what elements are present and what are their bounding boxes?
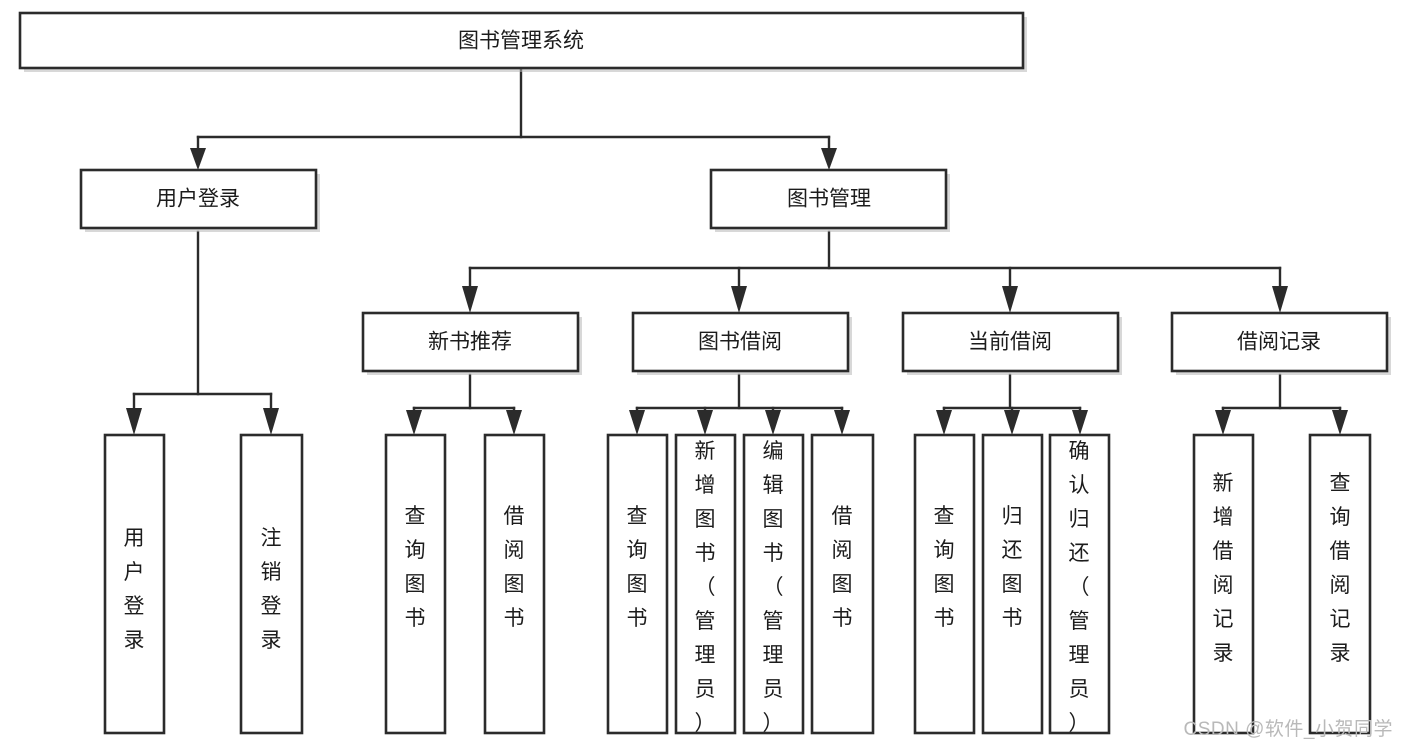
leaf-newbook-query-box (384, 433, 447, 735)
leaf-node-bookborrow-add[interactable]: 新增图书（管理员） (674, 433, 737, 735)
leaf-borrowrecords-query-label: 查询借阅记录 (1330, 472, 1351, 665)
leaf-bookborrow-edit-box (742, 433, 805, 735)
leaf-bookborrow-edit-label: 编辑图书（管理员） (763, 440, 784, 735)
node-book-borrow-label: 图书借阅 (698, 331, 782, 354)
leaf-node-bookborrow-borrow[interactable]: 借阅图书 (810, 433, 875, 735)
node-borrow-records[interactable]: 借阅记录 (1170, 311, 1391, 375)
node-root[interactable]: 图书管理系统 (18, 11, 1027, 72)
node-user-login-box (79, 168, 318, 230)
arrow-head-leaf-bookborrow-1 (629, 410, 645, 435)
leaf-user-login-logout-box (239, 433, 304, 735)
leaf-currentborrow-return-box (981, 433, 1044, 735)
node-current-borrow-box (901, 311, 1120, 373)
leaf-newbook-borrow-box (483, 433, 546, 735)
arrow-head-leaf-user-login-1 (126, 408, 142, 435)
leaf-node-borrowrecords-query[interactable]: 查询借阅记录 (1308, 433, 1372, 735)
arrow-head-leaf-bookborrow-4 (834, 410, 850, 435)
arrow-head-to-book-mgmt (821, 148, 837, 170)
watermark: CSDN @软件_小贺同学 (1183, 719, 1393, 740)
leaf-borrowrecords-add-box (1192, 433, 1255, 735)
leaf-bookborrow-query-label: 查询图书 (627, 505, 648, 630)
leaf-borrowrecords-add-label: 新增借阅记录 (1213, 472, 1234, 665)
leaf-node-newbook-query[interactable]: 查询图书 (384, 433, 447, 735)
connector-group-book-mgmt (462, 230, 1288, 313)
leaf-node-user-login-logout[interactable]: 注销登录 (239, 433, 304, 735)
leaf-user-login-login-box (103, 433, 166, 735)
arrow-head-to-book-borrow (731, 286, 747, 313)
leaf-borrowrecords-query-box (1308, 433, 1372, 735)
node-book-borrow[interactable]: 图书借阅 (631, 311, 852, 375)
node-current-borrow-label: 当前借阅 (968, 331, 1052, 354)
arrow-head-leaf-borrowrecords-1 (1215, 410, 1231, 435)
arrow-head-to-current-borrow (1002, 286, 1018, 313)
arrow-head-to-user-login (190, 148, 206, 170)
leaf-bookborrow-add-label: 新增图书（管理员） (695, 440, 716, 735)
leaf-bookborrow-borrow-box (810, 433, 875, 735)
node-new-book-recommend-box (361, 311, 580, 373)
leaf-node-currentborrow-query[interactable]: 查询图书 (913, 433, 976, 735)
connector-group-user-login (126, 230, 279, 435)
arrow-head-leaf-currentborrow-2 (1004, 410, 1020, 435)
leaf-node-currentborrow-return[interactable]: 归还图书 (981, 433, 1044, 735)
leaf-node-user-login-login[interactable]: 用户登录 (103, 433, 166, 735)
leaf-node-currentborrow-confirm[interactable]: 确认归还（管理员） (1048, 433, 1111, 735)
leaf-newbook-query-label: 查询图书 (405, 505, 426, 630)
node-book-borrow-box (631, 311, 850, 373)
arrow-head-leaf-newbook-2 (506, 410, 522, 435)
arrow-head-leaf-borrowrecords-2 (1332, 410, 1348, 435)
node-user-login[interactable]: 用户登录 (79, 168, 320, 232)
leaf-currentborrow-confirm-label: 确认归还（管理员） (1069, 440, 1090, 735)
arrow-head-leaf-user-login-2 (263, 408, 279, 435)
connector-group-book-borrow (629, 373, 850, 435)
leaf-node-newbook-borrow[interactable]: 借阅图书 (483, 433, 546, 735)
node-user-login-label: 用户登录 (156, 188, 240, 211)
node-root-label: 图书管理系统 (458, 30, 584, 53)
leaf-bookborrow-add-box (674, 433, 737, 735)
leaf-user-login-login-label: 用户登录 (124, 527, 145, 652)
node-root-box (18, 11, 1025, 70)
connector-group-current-borrow (936, 373, 1088, 435)
node-current-borrow[interactable]: 当前借阅 (901, 311, 1122, 375)
leaf-newbook-borrow-label: 借阅图书 (504, 505, 525, 630)
leaf-node-borrowrecords-add[interactable]: 新增借阅记录 (1192, 433, 1255, 735)
node-borrow-records-label: 借阅记录 (1237, 331, 1321, 354)
leaf-currentborrow-confirm-box (1048, 433, 1111, 735)
arrow-head-leaf-currentborrow-1 (936, 410, 952, 435)
leaf-node-bookborrow-query[interactable]: 查询图书 (606, 433, 669, 735)
leaf-node-bookborrow-edit[interactable]: 编辑图书（管理员） (742, 433, 805, 735)
node-borrow-records-box (1170, 311, 1389, 373)
leaf-bookborrow-query-box (606, 433, 669, 735)
arrow-head-leaf-bookborrow-3 (765, 410, 781, 435)
node-book-management-label: 图书管理 (787, 188, 871, 211)
arrow-head-to-new-book (462, 286, 478, 313)
leaf-currentborrow-query-label: 查询图书 (934, 505, 955, 630)
arrow-head-leaf-currentborrow-3 (1072, 410, 1088, 435)
leaf-currentborrow-return-label: 归还图书 (1002, 505, 1023, 630)
arrow-head-leaf-newbook-1 (406, 410, 422, 435)
connector-group-borrow-records (1215, 373, 1348, 435)
connector-group-new-book (406, 373, 522, 435)
leaf-currentborrow-query-box (913, 433, 976, 735)
node-book-management[interactable]: 图书管理 (709, 168, 950, 232)
arrow-head-leaf-bookborrow-2 (697, 410, 713, 435)
node-book-management-box (709, 168, 948, 230)
leaf-user-login-logout-label: 注销登录 (261, 527, 282, 652)
node-new-book-recommend[interactable]: 新书推荐 (361, 311, 582, 375)
node-new-book-recommend-label: 新书推荐 (428, 331, 512, 354)
leaf-bookborrow-borrow-label: 借阅图书 (832, 505, 853, 630)
arrow-head-to-borrow-records (1272, 286, 1288, 313)
connector-group-root (190, 66, 837, 170)
